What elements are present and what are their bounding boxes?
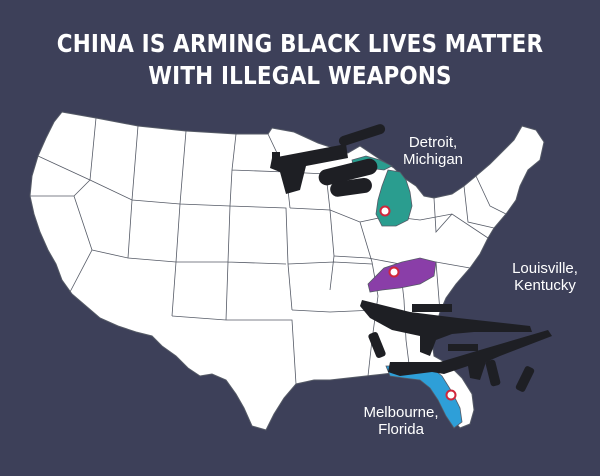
magazine-icon: [515, 366, 535, 392]
assault-rifle-icon: [360, 300, 532, 356]
location-city: Louisville,: [512, 260, 578, 277]
location-label-detroit: Detroit, Michigan: [393, 134, 473, 168]
location-marker-icon: [379, 205, 391, 217]
assault-rifle-icon: [388, 330, 552, 380]
location-label-melbourne: Melbourne, Florida: [356, 404, 446, 438]
location-state: Florida: [378, 421, 424, 438]
location-marker-icon: [445, 389, 457, 401]
suppressor-icon: [318, 158, 378, 197]
headline-line-2: WITH ILLEGAL WEAPONS: [148, 61, 452, 90]
location-city: Melbourne,: [363, 404, 439, 421]
magazine-icon: [368, 331, 386, 359]
pistol-icon: [270, 144, 348, 194]
suppressor-icon: [338, 124, 386, 146]
location-city: Detroit,: [408, 134, 458, 151]
magazine-icon: [485, 359, 501, 387]
headline: CHINA IS ARMING BLACK LIVES MATTER WITH …: [0, 28, 600, 92]
location-state: Michigan: [402, 151, 464, 168]
location-state: Kentucky: [514, 277, 576, 294]
us-landmass: [29, 111, 545, 431]
location-label-louisville: Louisville, Kentucky: [500, 260, 590, 294]
headline-line-1: CHINA IS ARMING BLACK LIVES MATTER: [56, 29, 544, 58]
location-marker-icon: [388, 266, 400, 278]
kentucky-state: [367, 257, 437, 293]
